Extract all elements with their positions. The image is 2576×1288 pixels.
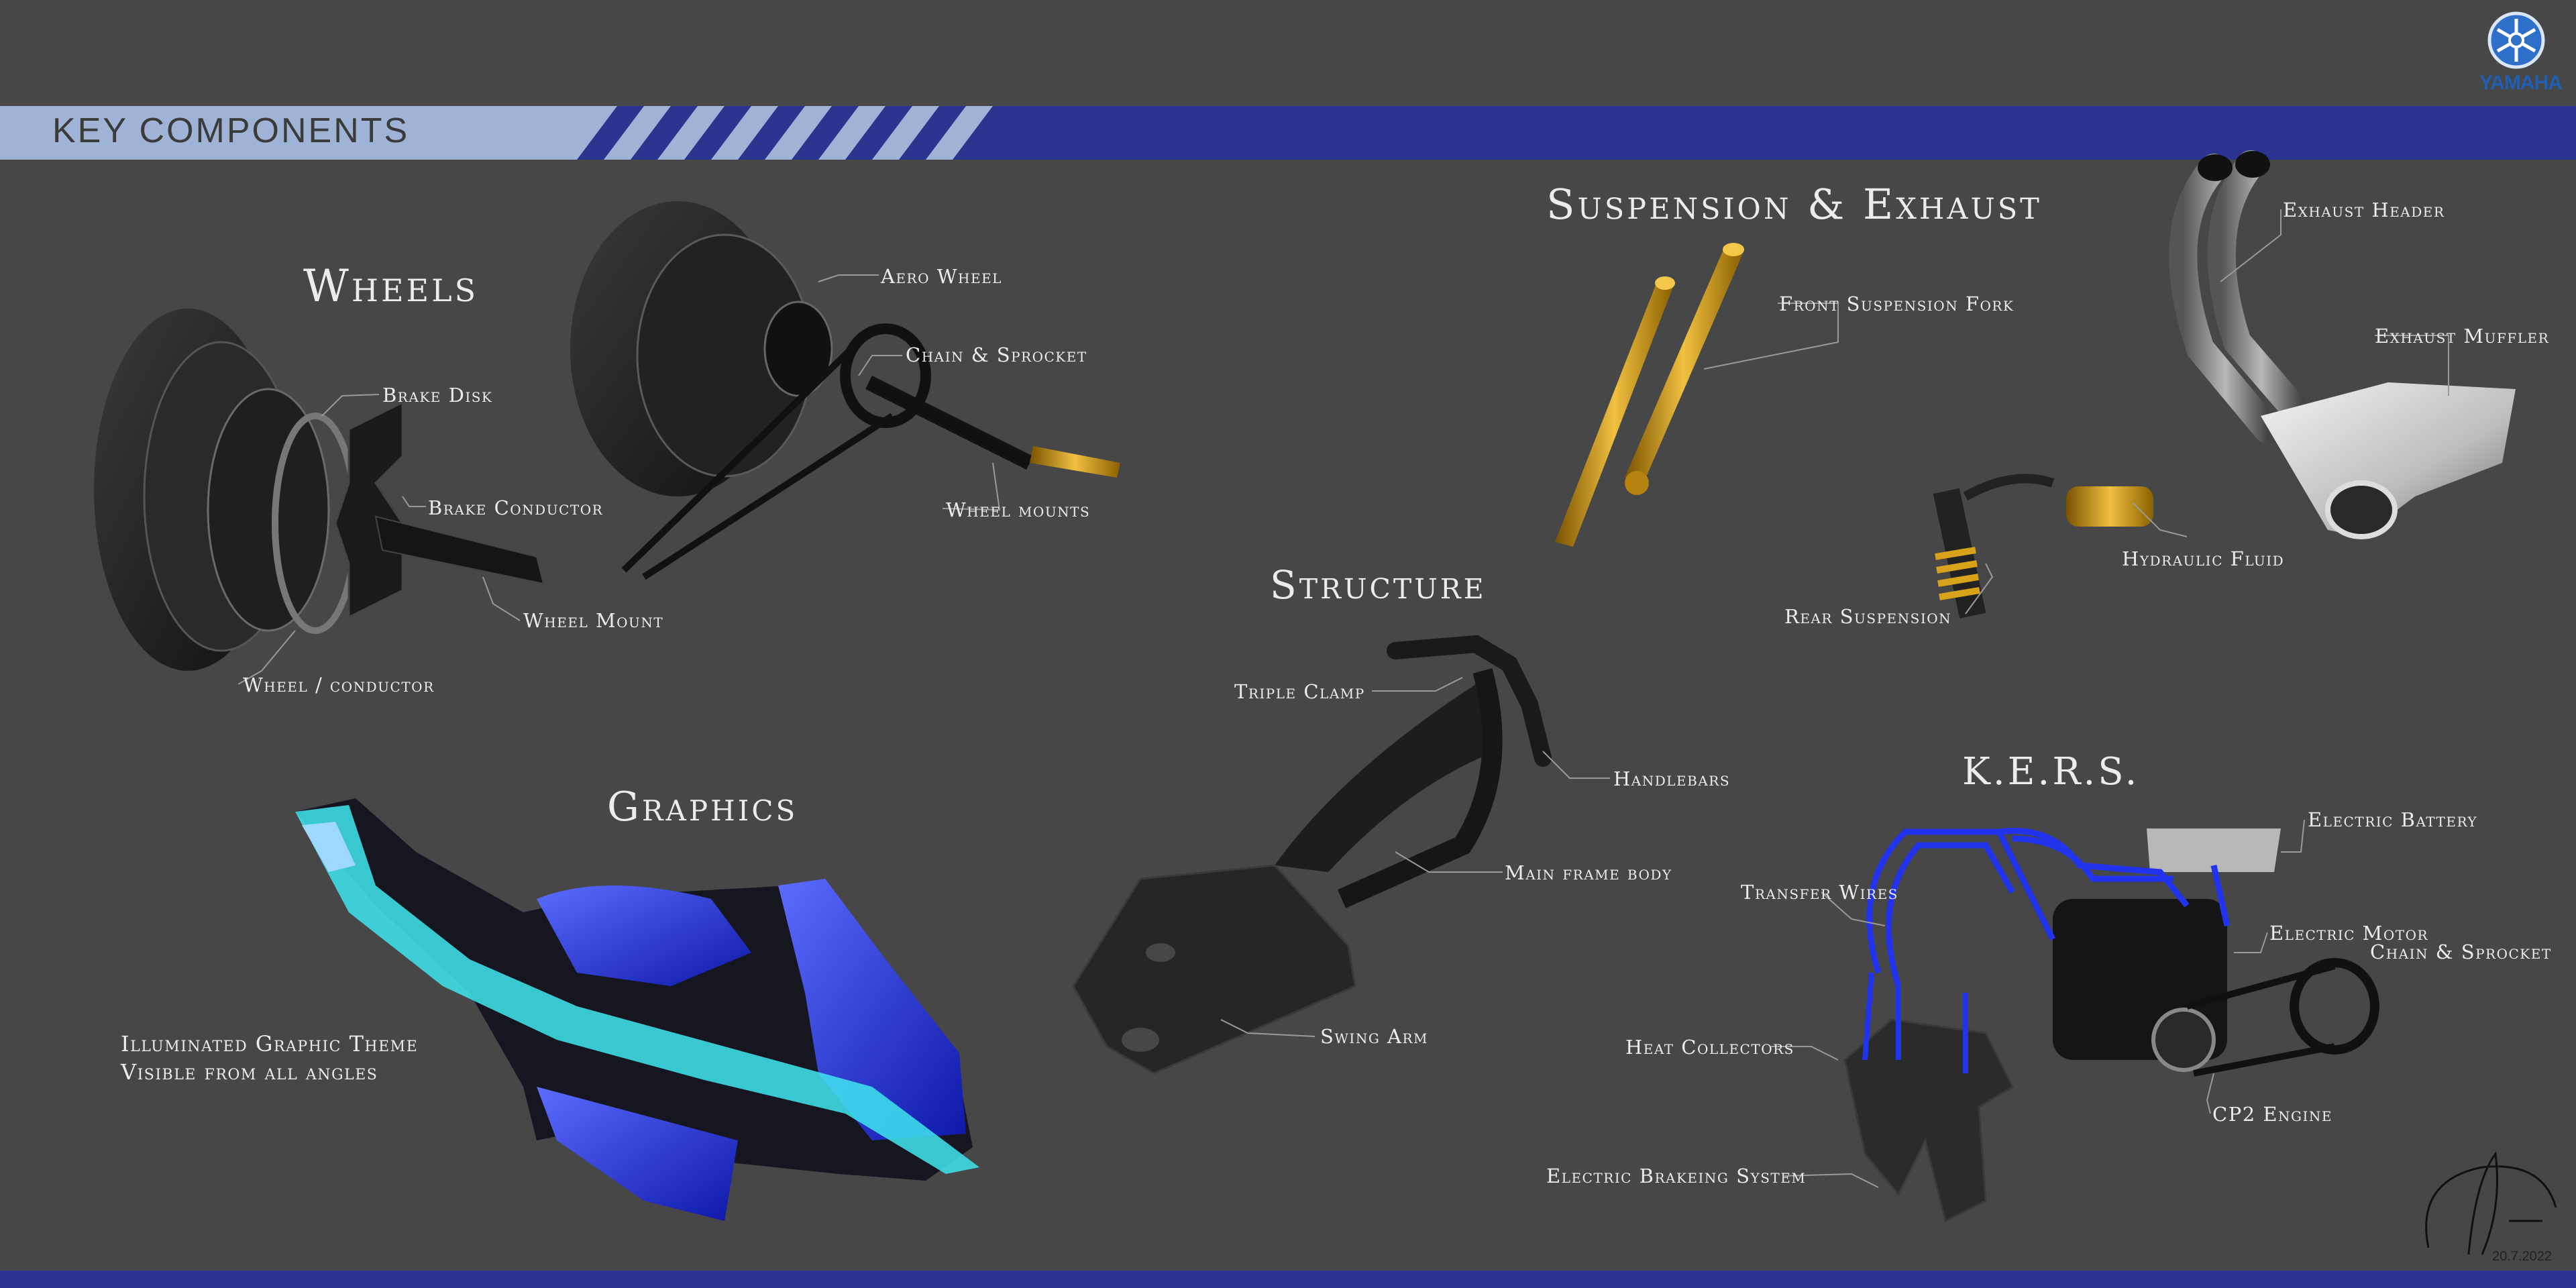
label-front-suspension-fork: Front Suspension Fork <box>1779 292 2015 315</box>
label-electric-braking-system: Electric Brakeing System <box>1546 1165 1807 1187</box>
tuning-fork-emblem-icon <box>2487 11 2545 69</box>
front-wheel-assembly <box>94 309 545 671</box>
section-title-wheels: Wheels <box>303 260 479 312</box>
label-handlebars: Handlebars <box>1613 767 1731 790</box>
kers-system <box>1843 828 2379 1223</box>
structure-frame <box>1072 635 1552 1075</box>
label-graphics-line1: Illuminated Graphic Theme <box>121 1031 419 1057</box>
label-swing-arm: Swing Arm <box>1320 1025 1428 1048</box>
section-title-suspension-exhaust: Suspension & Exhaust <box>1546 180 2042 229</box>
yamaha-wordmark: YAMAHA <box>2479 72 2563 94</box>
label-wheel-mounts: Wheel mounts <box>946 498 1091 521</box>
label-electric-battery: Electric Battery <box>2308 808 2478 831</box>
section-title-graphics: Graphics <box>607 784 798 830</box>
rear-aero-wheel-assembly <box>570 201 1120 580</box>
callout-leader-lines <box>237 209 2449 1188</box>
label-chain-sprocket: Chain & Sprocket <box>906 343 1087 366</box>
artist-signature <box>2425 1151 2557 1255</box>
label-triple-clamp: Triple Clamp <box>1234 680 1365 703</box>
label-exhaust-muffler: Exhaust Muffler <box>2375 325 2550 347</box>
label-electric-motor: Electric Motor <box>2269 922 2429 945</box>
label-wheel-conductor: Wheel / conductor <box>243 674 435 696</box>
front-suspension-fork <box>1555 243 1744 547</box>
exhaust-system <box>2169 150 2516 539</box>
banner-stripes <box>550 106 993 160</box>
graphics-fairing <box>295 798 979 1221</box>
section-title-kers: K.E.R.S. <box>1962 750 2140 794</box>
signature-date: 20.7.2022 <box>2492 1249 2552 1264</box>
label-brake-disk: Brake Disk <box>382 384 493 407</box>
label-exhaust-header: Exhaust Header <box>2283 199 2445 221</box>
label-cp2-engine: CP2 Engine <box>2212 1103 2333 1126</box>
label-hydraulic-fluid: Hydraulic Fluid <box>2122 547 2285 570</box>
yamaha-logo: YAMAHA <box>2479 8 2563 102</box>
banner-light-panel <box>0 106 617 160</box>
bottom-bar <box>0 1271 2576 1288</box>
label-brake-conductor: Brake Conductor <box>428 496 604 519</box>
label-rear-suspension: Rear Suspension <box>1784 605 1952 628</box>
label-main-frame-body: Main frame body <box>1505 861 1672 884</box>
label-aero-wheel: Aero Wheel <box>881 265 1002 288</box>
rear-suspension-unit <box>1933 474 2153 619</box>
label-transfer-wires: Transfer Wires <box>1741 881 1898 904</box>
label-kers-chain-sprocket: Chain & Sprocket <box>2370 941 2552 963</box>
label-graphics-line2: Visible from all angles <box>121 1059 378 1085</box>
label-wheel-mount: Wheel Mount <box>523 609 664 632</box>
banner-title: KEY COMPONENTS <box>52 111 410 150</box>
label-heat-collectors: Heat Collectors <box>1625 1036 1794 1059</box>
section-title-structure: Structure <box>1270 562 1487 608</box>
